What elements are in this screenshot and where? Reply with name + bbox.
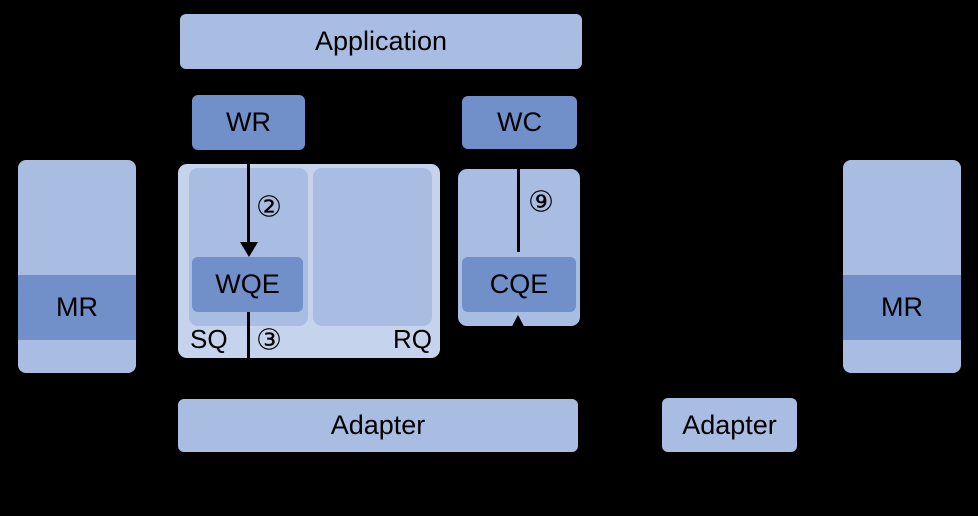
wqe-to-adapter-line bbox=[247, 312, 250, 365]
rq-region bbox=[313, 168, 432, 326]
wr-box: WR bbox=[192, 95, 305, 150]
mr-right-label: MR bbox=[843, 275, 961, 340]
wr-to-wqe-arrowhead-icon bbox=[240, 242, 258, 257]
mr-left-bottom-band bbox=[18, 340, 136, 373]
adapter-right-box: Adapter bbox=[662, 398, 797, 452]
step-3-label: ③ bbox=[256, 324, 282, 357]
wc-box: WC bbox=[462, 96, 577, 149]
application-box: Application bbox=[180, 14, 582, 69]
wqe-box: WQE bbox=[192, 257, 303, 312]
cqe-to-wc-line bbox=[517, 150, 520, 252]
mr-left-label: MR bbox=[18, 275, 136, 340]
sq-label: SQ bbox=[190, 324, 228, 354]
mr-right-bottom-band bbox=[843, 340, 961, 373]
mr-right-box: MR bbox=[843, 160, 961, 373]
mr-left-box: MR bbox=[18, 160, 136, 373]
wr-to-wqe-line bbox=[247, 150, 250, 243]
cqe-box: CQE bbox=[462, 257, 576, 312]
rq-label: RQ bbox=[393, 324, 432, 354]
step-2-label: ② bbox=[256, 191, 282, 224]
mr-right-top-band bbox=[843, 160, 961, 275]
cqe-up-arrowhead-icon bbox=[508, 315, 528, 334]
adapter-left-box: Adapter bbox=[178, 399, 578, 452]
step-9-label: ⑨ bbox=[528, 186, 554, 219]
mr-left-top-band bbox=[18, 160, 136, 275]
